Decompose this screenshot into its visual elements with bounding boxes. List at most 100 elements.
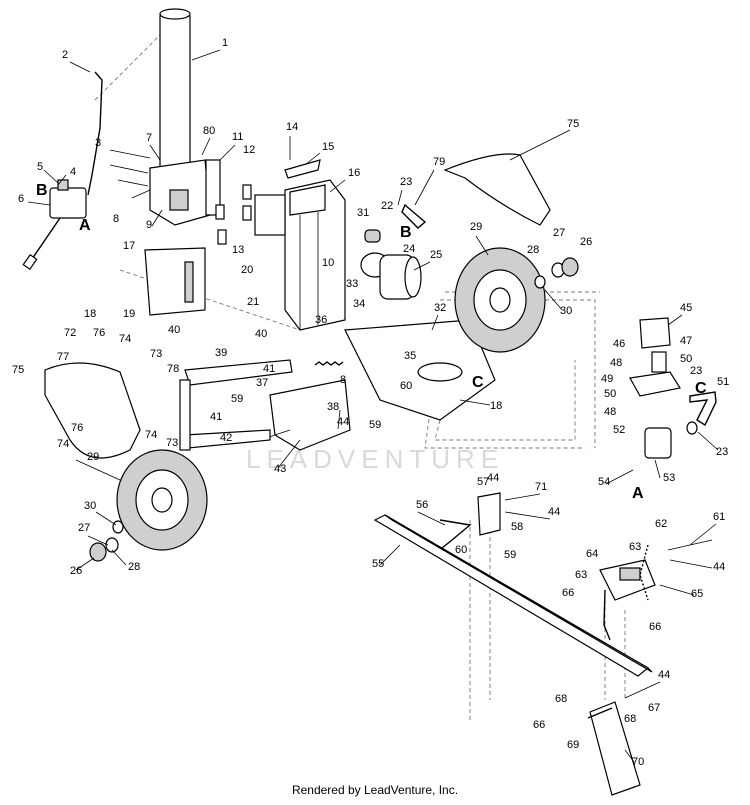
connection-letter-a: A (79, 217, 91, 234)
callout-44: 44 (337, 416, 349, 428)
callout-60: 60 (455, 544, 467, 556)
callout-18: 18 (490, 400, 502, 412)
callout-30: 30 (84, 500, 96, 512)
callout-22: 22 (381, 200, 393, 212)
watermark-text: LEADVENTURE (246, 444, 504, 474)
footer-credit: Rendered by LeadVenture, Inc. (291, 783, 459, 797)
hub-left-parts (89, 520, 124, 562)
column-part (254, 179, 346, 331)
callout-32: 32 (434, 302, 446, 314)
coupler-part (599, 559, 656, 641)
callout-27: 27 (553, 227, 565, 239)
callout-44: 44 (713, 561, 725, 573)
callout-61: 61 (713, 511, 725, 523)
callout-44: 44 (487, 472, 499, 484)
callout-43: 43 (274, 463, 286, 475)
callout-8: 8 (113, 213, 119, 225)
callout-67: 67 (648, 702, 660, 714)
watermark-logo: LEADVENTURE (246, 341, 504, 474)
callout-29: 29 (87, 451, 99, 463)
cylinder-part (159, 8, 191, 173)
callout-11: 11 (232, 131, 243, 143)
callout-72: 72 (64, 327, 76, 339)
callout-55: 55 (372, 558, 384, 570)
pump-and-filter-part (360, 203, 427, 300)
callout-15: 15 (322, 141, 334, 153)
callout-41: 41 (263, 363, 275, 375)
callout-19: 19 (123, 308, 135, 320)
callout-66: 66 (562, 587, 574, 599)
callout-60: 60 (400, 380, 412, 392)
callout-68: 68 (555, 693, 567, 705)
connection-letter-a: A (632, 485, 644, 502)
fender-left-part (44, 362, 141, 459)
callout-28: 28 (128, 561, 140, 573)
callout-28: 28 (527, 244, 539, 256)
callout-21: 21 (247, 296, 259, 308)
latch-bracket-part (439, 492, 501, 549)
cylinder-base-part (149, 159, 221, 226)
side-bracket-part (144, 247, 206, 316)
callout-18: 18 (84, 308, 96, 320)
callout-74: 74 (145, 429, 157, 441)
bolt-set-upper-left (109, 149, 151, 199)
callout-63: 63 (629, 541, 641, 553)
callout-24: 24 (403, 243, 415, 255)
spacer-blocks (215, 184, 252, 245)
wheel-left-part (116, 449, 208, 551)
callout-36: 36 (315, 314, 327, 326)
callout-41: 41 (210, 411, 222, 423)
fender-right-part (443, 153, 551, 226)
tongue-beam-part (373, 514, 653, 677)
connection-letter-c: C (472, 374, 484, 391)
callout-63: 63 (575, 569, 587, 581)
callout-51: 51 (717, 376, 729, 388)
callout-40: 40 (168, 324, 180, 336)
callout-16: 16 (348, 167, 360, 179)
callout-49: 49 (601, 373, 613, 385)
callout-2: 2 (62, 49, 68, 61)
callout-59: 59 (504, 549, 516, 561)
callout-59: 59 (369, 419, 381, 431)
callout-50: 50 (680, 353, 692, 365)
spring-part (314, 361, 344, 366)
callout-38: 38 (327, 401, 339, 413)
control-valve-part (22, 179, 87, 271)
callout-23: 23 (716, 446, 728, 458)
jack-stand-part (587, 701, 641, 796)
callout-69: 69 (567, 739, 579, 751)
axle-brackets-part (179, 359, 293, 451)
callout-46: 46 (613, 338, 625, 350)
callout-78: 78 (167, 363, 179, 375)
callout-20: 20 (241, 264, 253, 276)
callout-39: 39 (215, 347, 227, 359)
callout-33: 33 (346, 278, 358, 290)
callout-45: 45 (680, 302, 692, 314)
callout-70: 70 (632, 756, 644, 768)
callout-30: 30 (560, 305, 572, 317)
callout-73: 73 (166, 437, 178, 449)
engine-plate-part (344, 319, 496, 421)
callout-71: 71 (535, 481, 547, 493)
callout-65: 65 (691, 588, 703, 600)
callout-23: 23 (690, 365, 702, 377)
hose-part (87, 71, 103, 196)
callout-37: 37 (256, 377, 268, 389)
callout-68: 68 (624, 713, 636, 725)
callout-12: 12 (243, 144, 255, 156)
callout-75: 75 (567, 118, 579, 130)
callout-79: 79 (433, 156, 445, 168)
callout-54: 54 (598, 476, 610, 488)
callout-48: 48 (610, 357, 622, 369)
callout-1: 1 (222, 37, 228, 49)
callout-44: 44 (548, 506, 560, 518)
connection-letter-b: B (36, 182, 48, 199)
callout-23: 23 (400, 176, 412, 188)
hub-right-parts (534, 257, 579, 289)
callout-58: 58 (511, 521, 523, 533)
callout-56: 56 (416, 499, 428, 511)
callout-27: 27 (78, 522, 90, 534)
